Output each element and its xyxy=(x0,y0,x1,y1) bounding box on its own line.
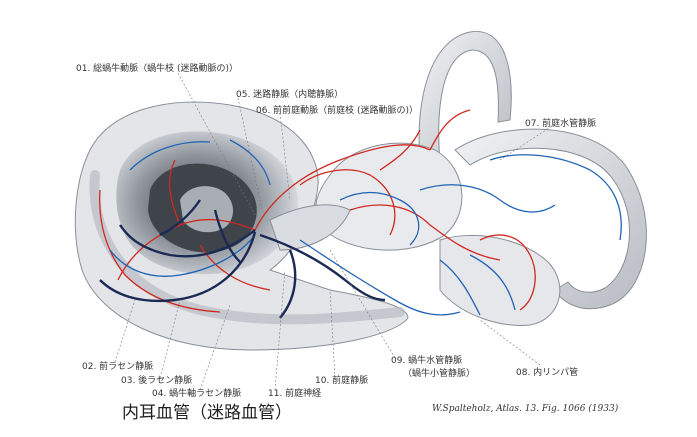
label-01: 01. 総蝸牛動脈（蝸牛枝 (迷路動脈の)） xyxy=(76,64,239,74)
label-11: 11. 前庭神経 xyxy=(268,389,322,399)
leader-lines xyxy=(114,72,556,391)
label-04: 04. 蝸牛軸ラセン静脈 xyxy=(152,389,242,399)
label-09-sub: （蝸牛小管静脈） xyxy=(403,369,476,379)
figure-title: 内耳血管（迷路血管） xyxy=(122,403,292,423)
label-10: 10. 前庭静脈 xyxy=(315,376,369,386)
label-02: 02. 前ラセン静脈 xyxy=(82,362,154,372)
dark-veins xyxy=(99,199,386,319)
arteries xyxy=(99,109,536,313)
label-09: 09. 蝸牛水管静脈 xyxy=(391,356,463,366)
label-08: 08. 内リンパ管 xyxy=(516,368,579,378)
label-07: 07. 前庭水管静脈 xyxy=(525,119,597,129)
label-05: 05. 迷路静脈（内聴静脈） xyxy=(236,90,344,100)
semicircular-canals xyxy=(269,31,647,326)
label-06: 06. 前前庭動脈（前庭枝 (迷路動脈の)） xyxy=(256,106,419,116)
veins xyxy=(109,139,622,316)
label-03: 03. 後ラセン静脈 xyxy=(121,376,193,386)
figure-credit: W.Spalteholz, Atlas. 13. Fig. 1066 (1933… xyxy=(432,404,619,414)
